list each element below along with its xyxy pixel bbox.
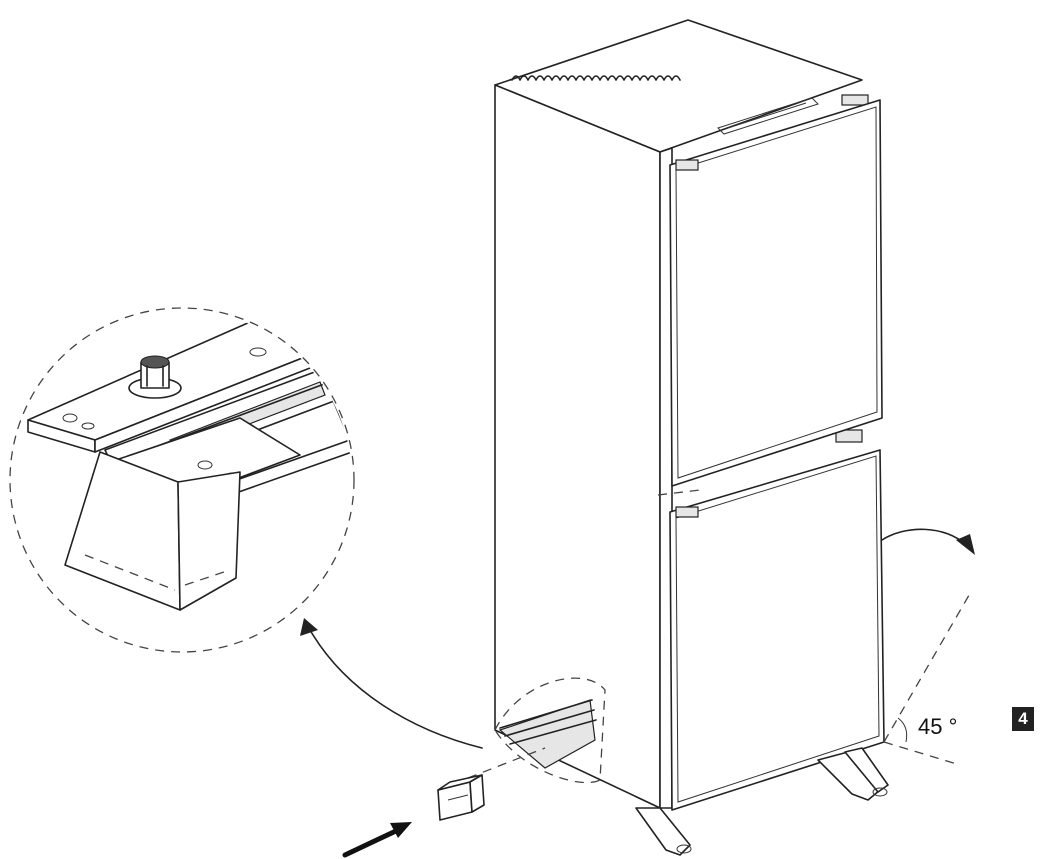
door-open-guide-line	[883, 589, 973, 743]
base-cutaway	[494, 677, 606, 784]
angle-arc	[897, 717, 908, 743]
insert-arrow-icon	[342, 822, 412, 858]
door-swing-indicator	[881, 528, 975, 766]
step-number-badge: 4	[1012, 707, 1034, 731]
control-panel	[717, 97, 819, 135]
floor-guide-line	[883, 741, 961, 766]
upper-door	[669, 99, 883, 487]
cabinet-top-coils	[511, 75, 681, 81]
middle-hinge	[835, 429, 863, 443]
top-hinge	[841, 94, 869, 106]
front-left-foot	[635, 807, 692, 856]
detail-callout-arrow-icon	[300, 618, 483, 749]
detail-magnifier	[9, 307, 355, 653]
mounting-block	[437, 774, 485, 821]
angle-label: 45 °	[918, 714, 958, 739]
front-right-foot	[817, 747, 889, 801]
insertion-guide-line	[467, 747, 546, 779]
